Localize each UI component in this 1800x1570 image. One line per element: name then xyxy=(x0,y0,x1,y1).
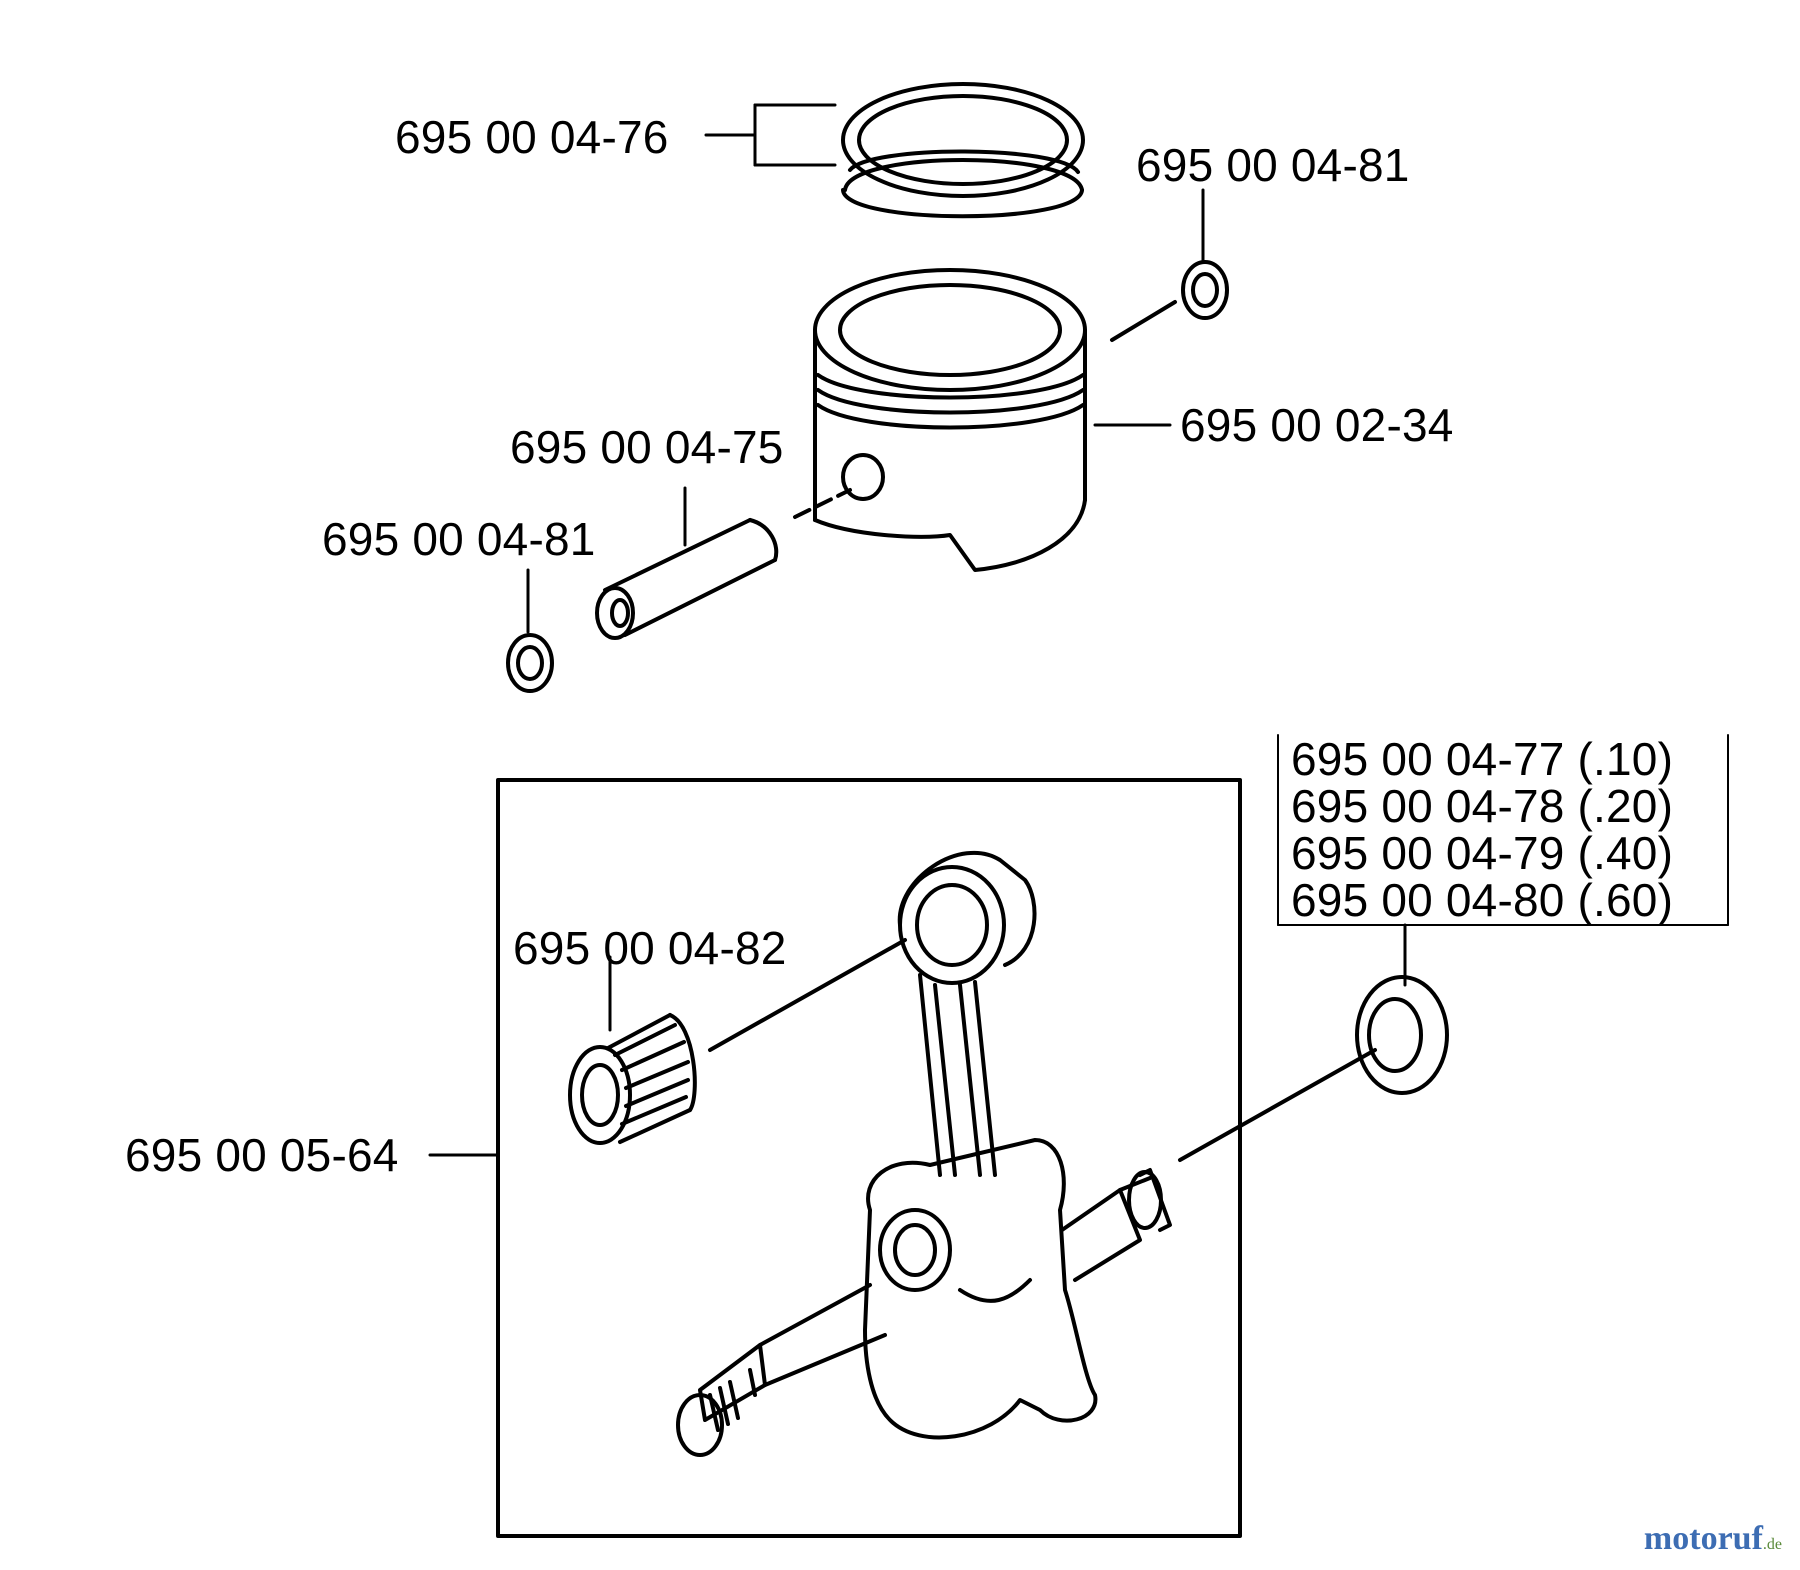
watermark-text: motoruf xyxy=(1643,1520,1763,1557)
washer-list-bracket xyxy=(1277,734,1729,926)
piston-pin-drawing xyxy=(595,488,852,640)
label-piston-pin: 695 00 04-75 xyxy=(510,421,784,473)
lower-circlip-drawing xyxy=(506,633,554,693)
label-crankshaft-assembly: 695 00 05-64 xyxy=(125,1129,399,1181)
crankshaft-drawing xyxy=(676,1048,1377,1457)
assembly-frame xyxy=(496,778,1242,1538)
label-piston: 695 00 02-34 xyxy=(1180,399,1454,451)
watermark-suffix: .de xyxy=(1762,1536,1782,1553)
piston-drawing xyxy=(813,268,1087,572)
leader-lines xyxy=(428,188,1407,1157)
piston-rings-drawing xyxy=(841,82,1085,219)
label-piston-rings: 695 00 04-76 xyxy=(395,111,669,163)
thrust-washer-drawing xyxy=(1355,975,1449,1095)
needle-bearing-drawing xyxy=(568,938,907,1145)
label-circlip-lower: 695 00 04-81 xyxy=(322,513,596,565)
connecting-rod-drawing xyxy=(897,850,1037,1177)
upper-circlip-drawing xyxy=(1110,260,1229,342)
label-thrust-washer-1: 695 00 04-77 (.10) xyxy=(1291,733,1674,785)
label-thrust-washer-2: 695 00 04-78 (.20) xyxy=(1291,780,1674,832)
watermark: motoruf.de xyxy=(1644,1520,1782,1558)
label-thrust-washer-3: 695 00 04-79 (.40) xyxy=(1291,827,1674,879)
label-needle-bearing: 695 00 04-82 xyxy=(513,922,787,974)
label-thrust-washer-4: 695 00 04-80 (.60) xyxy=(1291,874,1674,926)
label-circlip-upper: 695 00 04-81 xyxy=(1136,139,1410,191)
rings-leader xyxy=(704,103,837,167)
